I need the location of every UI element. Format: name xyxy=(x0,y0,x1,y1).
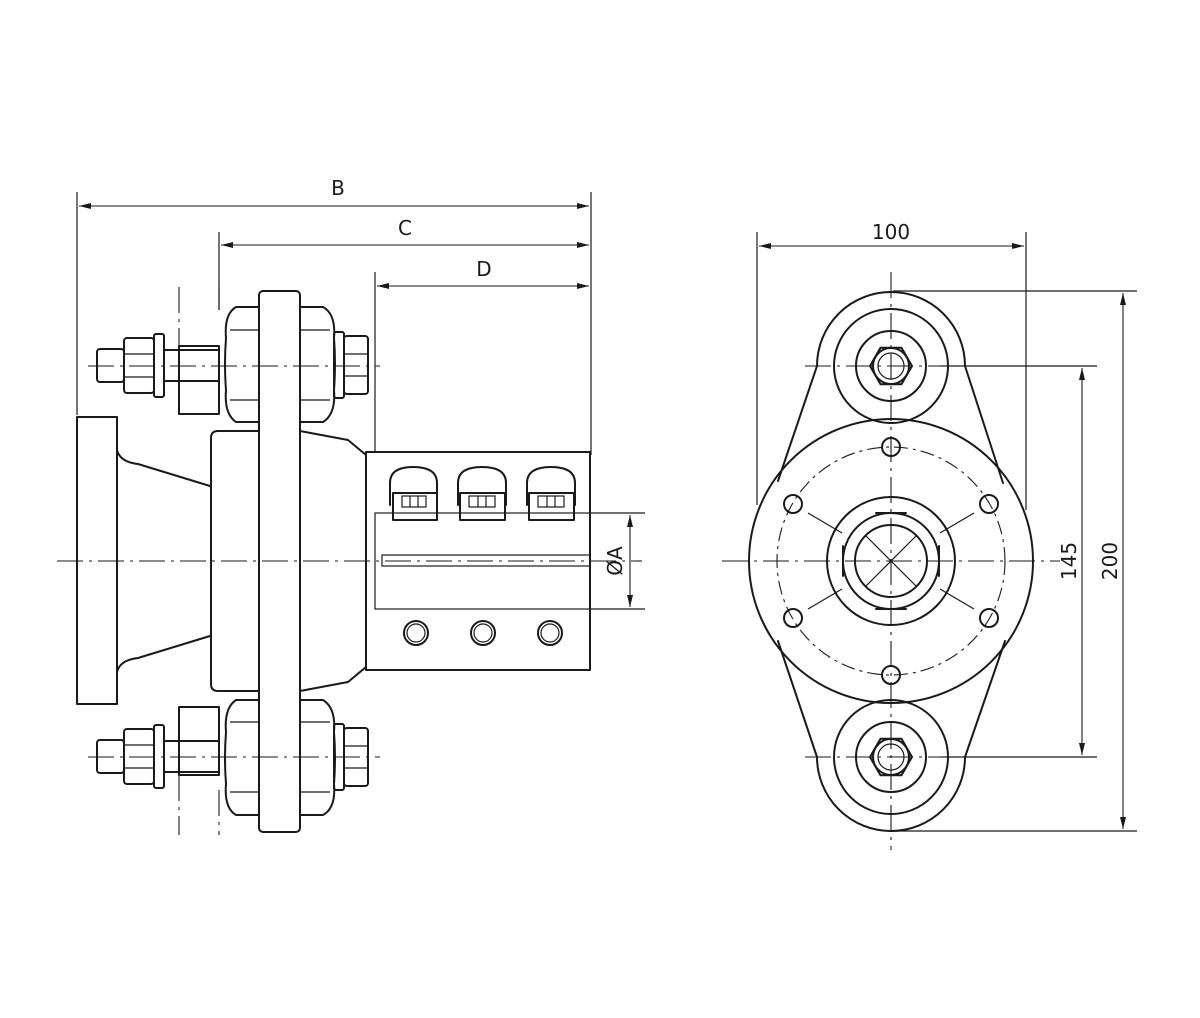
lower-bolt-assembly xyxy=(96,699,369,816)
dimension-b: B xyxy=(76,176,592,455)
dimension-width-label: 100 xyxy=(872,220,910,244)
dimension-height-label: 200 xyxy=(1098,542,1122,580)
dimension-c: C xyxy=(218,216,589,310)
front-view: 100 145 200 xyxy=(722,220,1137,850)
center-plate xyxy=(258,290,301,833)
dimension-c-label: C xyxy=(398,216,412,240)
upper-bolt-assembly xyxy=(96,306,369,423)
dimension-d: D xyxy=(374,257,589,452)
dimension-d-label: D xyxy=(476,257,491,281)
dimension-b-label: B xyxy=(331,176,345,200)
side-view-centerlines xyxy=(57,287,642,835)
front-view-centerlines xyxy=(722,272,1060,850)
dimension-height: 200 xyxy=(893,290,1137,832)
clamp-screw-row xyxy=(389,466,576,521)
side-view: B C D xyxy=(57,176,645,835)
dimension-hole-spacing-label: 145 xyxy=(1057,542,1081,580)
dimension-hole-spacing: 145 xyxy=(940,365,1097,758)
dimension-width: 100 xyxy=(756,220,1027,510)
